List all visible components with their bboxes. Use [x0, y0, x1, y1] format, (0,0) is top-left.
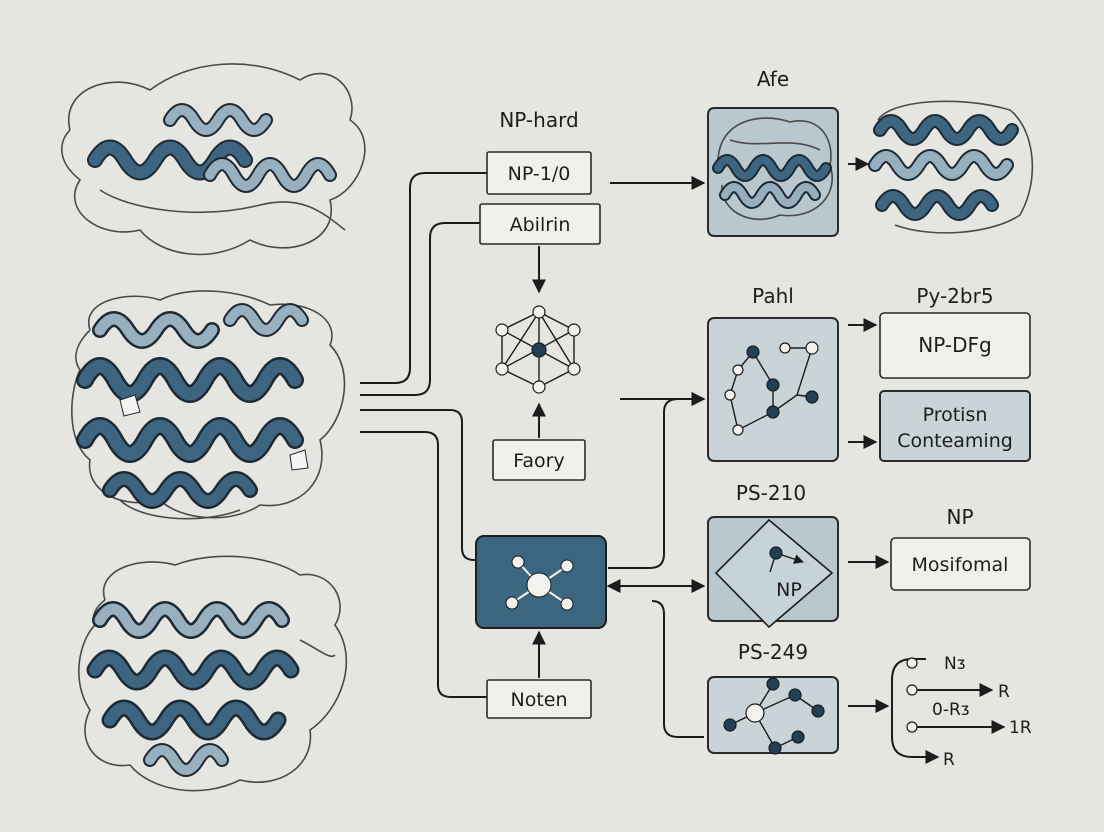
box-np-dfg[interactable]: NP-DFg: [879, 312, 1031, 379]
label-py-2br5: Py-2br5: [916, 284, 993, 308]
label-pahl: Pahl: [752, 284, 794, 308]
box-faory-label: Faory: [513, 450, 565, 472]
branch-r-top-label: R: [998, 682, 1010, 702]
box-mosifomal[interactable]: Mosifomal: [890, 537, 1031, 591]
box-mosifomal-label: Mosifomal: [912, 554, 1009, 576]
box-ps-210-np-label: NP: [776, 579, 802, 601]
box-abilrin[interactable]: Abilrin: [479, 203, 601, 245]
label-np-hard: NP-hard: [499, 108, 578, 132]
box-noten[interactable]: Noten: [486, 679, 592, 719]
label-afe: Afe: [757, 67, 789, 91]
label-np-right: NP: [946, 505, 973, 529]
box-np-dfg-label: NP-DFg: [918, 333, 991, 357]
box-abilrin-label: Abilrin: [510, 214, 571, 236]
box-pahl-graph[interactable]: [707, 317, 839, 462]
protein-connectors: [360, 172, 487, 698]
branch-n-label: Nᴣ: [944, 654, 966, 674]
box-faory[interactable]: Faory: [492, 439, 586, 481]
box-afe-protein[interactable]: [707, 107, 839, 237]
box-noten-label: Noten: [510, 689, 567, 711]
label-ps-249: PS-249: [738, 640, 808, 664]
box-ps-249-graph[interactable]: [707, 676, 839, 755]
flow-connectors: [606, 157, 890, 738]
hub-network-box[interactable]: [475, 535, 607, 629]
box-ps-210[interactable]: NP: [707, 516, 839, 629]
hexagon-graph-icon: [495, 305, 581, 394]
box-np-110[interactable]: NP-1/0: [486, 151, 592, 195]
box-conteaming-label: Conteaming: [897, 430, 1013, 452]
branch-tree: Nᴣ R 0-Rᴣ 1R R: [891, 654, 1032, 770]
box-protein-conteaming[interactable]: Protisn Conteaming: [879, 390, 1031, 462]
label-ps-210: PS-210: [736, 481, 806, 505]
branch-0-r-label: 0-Rᴣ: [932, 700, 970, 720]
protein-structure-folded: [868, 100, 1034, 234]
protein-structure-top: [61, 63, 366, 256]
protein-structure-bottom: [78, 555, 348, 792]
box-np-110-label: NP-1/0: [508, 163, 571, 185]
branch-1r-label: 1R: [1009, 718, 1032, 738]
box-protisn-label: Protisn: [923, 404, 988, 426]
branch-r-bottom-label: R: [943, 750, 955, 770]
protein-structure-middle: [71, 290, 346, 520]
